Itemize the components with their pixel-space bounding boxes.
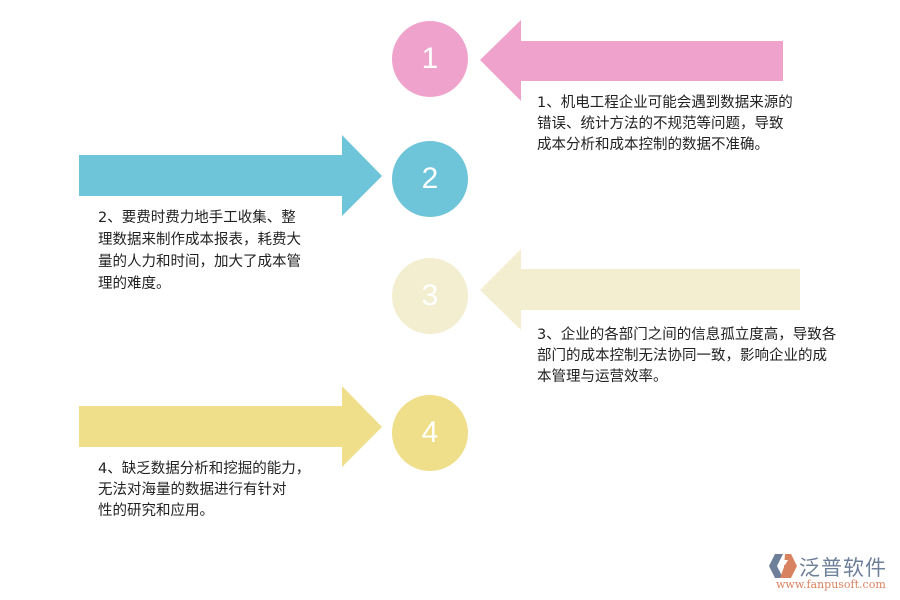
fanpu-logo: 泛普软件 www.fanpusoft.com — [766, 552, 896, 596]
arrow-2-right-icon — [79, 135, 382, 216]
logo-name: 泛普软件 — [799, 556, 887, 580]
step-2-line: 量的人力和时间，加大了成本管 — [98, 254, 301, 270]
step-4-number: 4 — [421, 416, 439, 449]
arrow-4-right-icon — [79, 386, 382, 467]
step-4-description: 4、缺乏数据分析和挖掘的能力， 无法对海量的数据进行有针对 性的研究和应用。 — [98, 459, 310, 522]
step-4-line: 性的研究和应用。 — [98, 503, 214, 519]
step-3-number: 3 — [421, 279, 439, 312]
fanpu-hexagon-logo-icon — [769, 554, 797, 578]
step-1-line: 1、机电工程企业可能会遇到数据来源的 — [537, 95, 793, 111]
arrow-3-left-icon — [480, 249, 800, 330]
step-1-line: 成本分析和成本控制的数据不准确。 — [537, 137, 769, 153]
step-1-description: 1、机电工程企业可能会遇到数据来源的 错误、统计方法的不规范等问题，导致 成本分… — [537, 93, 793, 156]
step-4-line: 4、缺乏数据分析和挖掘的能力， — [98, 461, 311, 477]
step-1-number: 1 — [421, 42, 439, 75]
step-2-number: 2 — [421, 162, 439, 195]
step-3-circle — [392, 258, 468, 334]
logo-url: www.fanpusoft.com — [776, 578, 886, 591]
step-4-line: 无法对海量的数据进行有针对 — [98, 482, 287, 498]
step-2-circle — [392, 141, 468, 217]
step-4-circle — [392, 395, 468, 471]
step-1-line: 错误、统计方法的不规范等问题，导致 — [537, 116, 784, 132]
step-2-line: 理的难度。 — [98, 276, 171, 292]
step-3-line: 本管理与运营效率。 — [537, 369, 668, 385]
step-2-line: 2、要费时费力地手工收集、整 — [98, 210, 296, 226]
step-2-line: 理数据来制作成本报表，耗费大 — [98, 232, 301, 248]
step-3-line: 3、企业的各部门之间的信息孤立度高，导致各 — [537, 327, 837, 343]
step-3-description: 3、企业的各部门之间的信息孤立度高，导致各 部门的成本控制无法协同一致，影响企业… — [537, 325, 836, 388]
step-2-description: 2、要费时费力地手工收集、整 理数据来制作成本报表，耗费大 量的人力和时间，加大… — [98, 207, 301, 295]
arrow-1-left-icon — [480, 20, 783, 101]
step-1-circle — [392, 21, 468, 97]
step-3-line: 部门的成本控制无法协同一致，影响企业的成 — [537, 348, 827, 364]
